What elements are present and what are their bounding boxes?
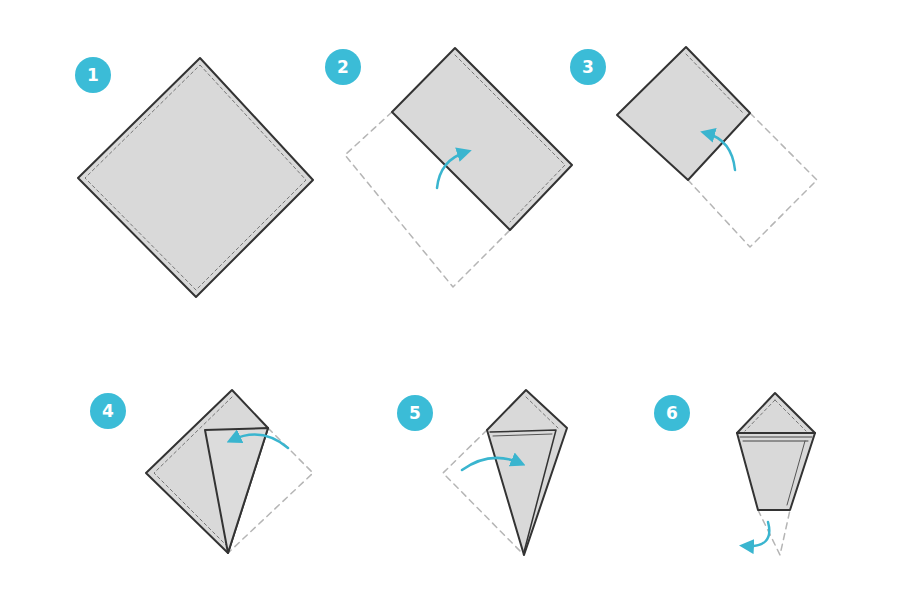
callout-number: 1 (87, 67, 99, 84)
step-badge: 2 (325, 49, 361, 85)
callout-number: 4 (102, 403, 114, 420)
step-1-square (78, 58, 313, 297)
step-4-right-fold (146, 390, 313, 553)
step-badge: 5 (397, 395, 433, 431)
step-badge: 3 (570, 49, 606, 85)
step-badge: 1 (75, 57, 111, 93)
callout-number: 2 (337, 59, 349, 76)
callout-number: 6 (666, 405, 678, 422)
step-badge: 6 (654, 395, 690, 431)
callout-number: 3 (582, 59, 594, 76)
step-5-left-fold (443, 390, 567, 555)
step-2-half-fold (345, 48, 572, 287)
callout-number: 5 (409, 405, 421, 422)
step-3-quarter-fold (617, 47, 817, 247)
step-badge: 4 (90, 393, 126, 429)
step-6-tuck-bottom (737, 393, 815, 555)
